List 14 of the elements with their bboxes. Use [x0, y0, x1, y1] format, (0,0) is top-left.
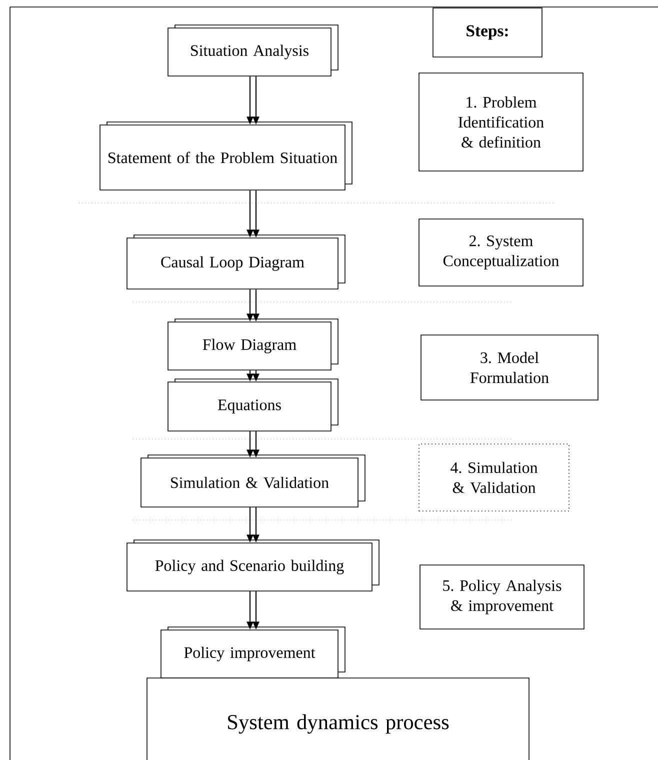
- process-box: Policy improvement: [160, 626, 346, 678]
- step-box: 5. Policy Analysis & improvement: [420, 564, 584, 630]
- process-box: Flow Diagram: [168, 318, 338, 370]
- process-box: Statement of the Problem Situation: [100, 122, 352, 190]
- process-box: Situation Analysis: [168, 24, 338, 76]
- process-box: Causal Loop Diagram: [126, 234, 346, 290]
- step-box: 1. Problem Identification & definition: [418, 72, 584, 172]
- heading-box: Steps:: [432, 8, 542, 58]
- step-box: 2. System Conceptualization: [418, 218, 584, 286]
- process-box: Policy and Scenario building: [126, 540, 380, 592]
- process-box: Simulation & Validation: [140, 454, 366, 508]
- step-box: 3. Model Formulation: [420, 334, 598, 400]
- step-box: 4. Simulation & Validation: [418, 444, 570, 512]
- process-box: Equations: [168, 378, 338, 432]
